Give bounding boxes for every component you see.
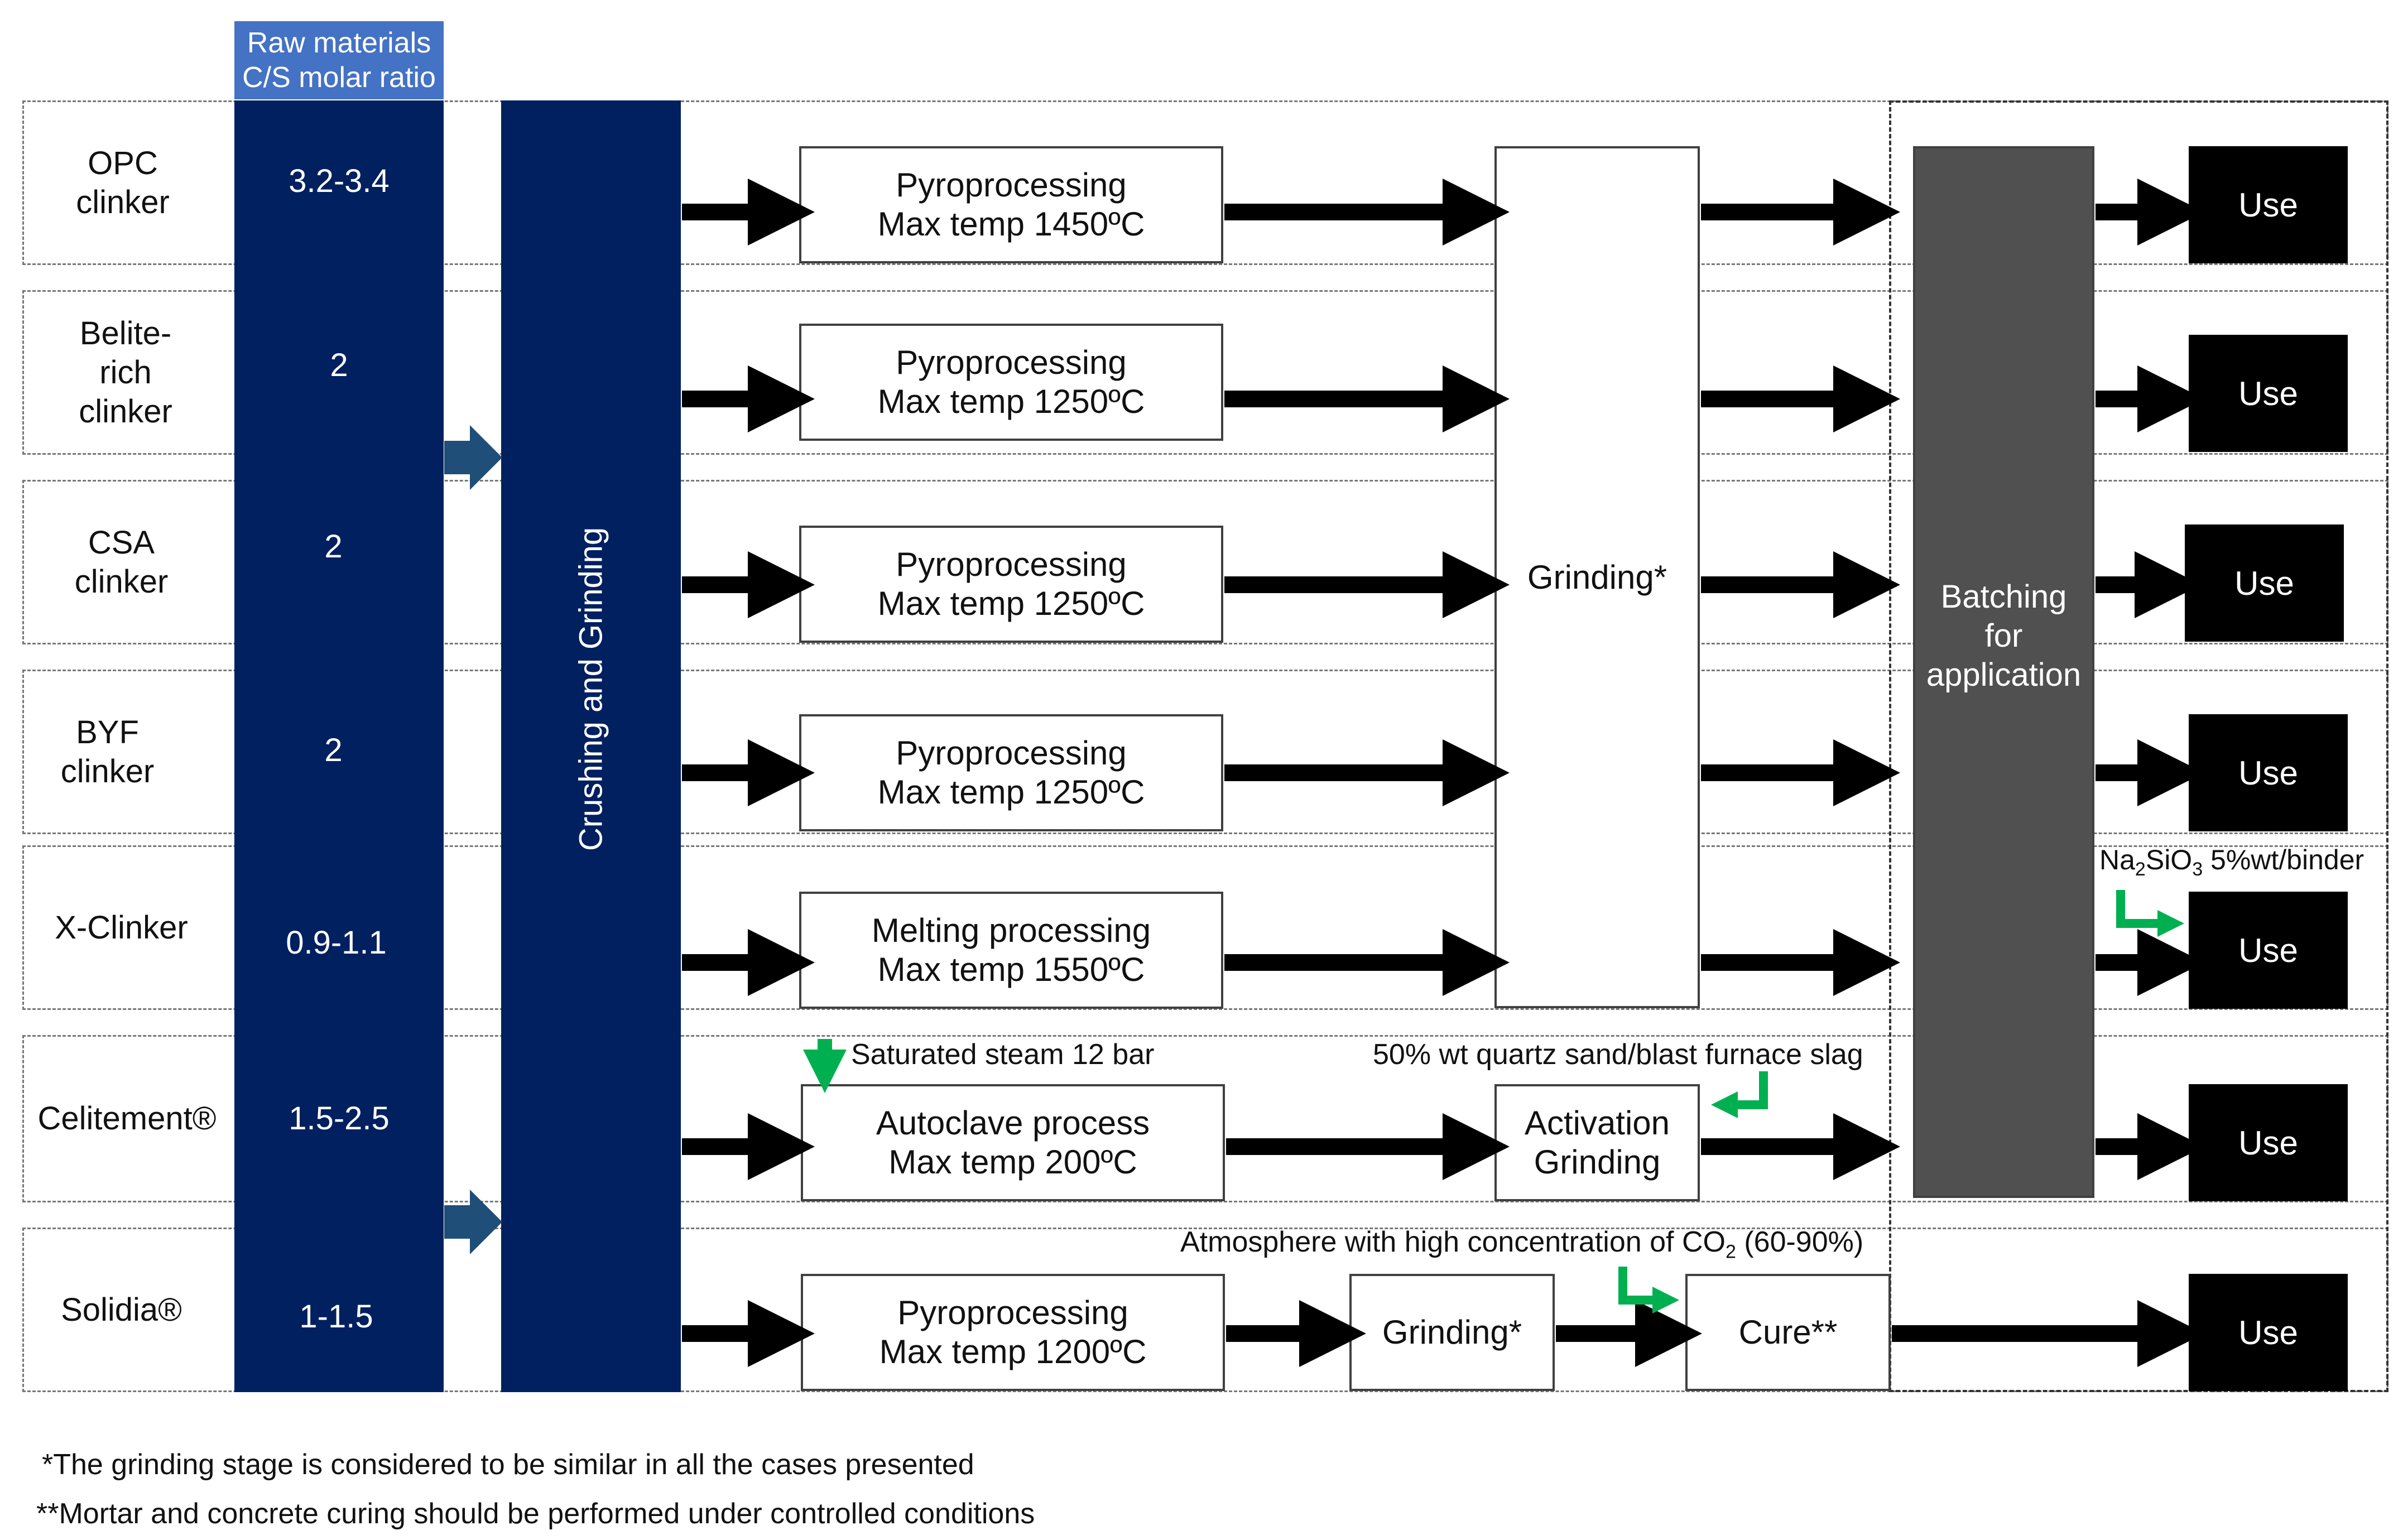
green-arrow-co2 [1618,1267,1679,1313]
crushing-grinding-column [501,100,681,1392]
process-box-byf: Pyroprocessing Max temp 1250ºC [799,714,1223,831]
row-label-celitement: Celitement® [37,1100,217,1137]
green-arrow-na2sio3 [2116,890,2184,937]
solidia-grinding-box: Grinding* [1349,1274,1555,1391]
footnote-curing: **Mortar and concrete curing should be p… [36,1498,1035,1530]
na2sio3-note: Na2SiO3 5%wt/binder [2099,844,2364,880]
row-label-opc: OPC clinker [76,145,170,220]
quartz-note: 50% wt quartz sand/blast furnace slag [1373,1038,1863,1071]
use-box-xclinker: Use [2189,892,2348,1009]
grinding-main-box: Grinding* [1494,146,1700,1008]
footnote-grinding: *The grinding stage is considered to be … [42,1448,974,1481]
steam-note: Saturated steam 12 bar [851,1038,1155,1071]
use-box-celitement: Use [2189,1084,2348,1201]
chevron-arrow-lower [444,1190,502,1254]
cs-value-csa: 2 [324,528,343,565]
cs-value-opc: 3.2-3.4 [289,163,390,199]
use-box-csa: Use [2185,524,2344,642]
use-box-belite: Use [2189,335,2348,452]
row-label-belite: Belite- rich clinker [79,315,172,430]
cs-value-belite: 2 [330,347,348,383]
cure-box: Cure** [1685,1274,1891,1391]
row-label-xclinker: X-Clinker [55,909,188,946]
cs-value-solidia: 1-1.5 [299,1298,373,1335]
activation-grinding-box: Activation Grinding [1494,1084,1700,1201]
process-box-belite: Pyroprocessing Max temp 1250ºC [799,324,1223,441]
row-label-csa: CSA clinker [74,524,169,600]
process-box-celitement: Autoclave process Max temp 200ºC [801,1084,1225,1201]
use-box-opc: Use [2189,146,2348,263]
process-box-csa: Pyroprocessing Max temp 1250ºC [799,526,1223,643]
green-arrow-quartz [1711,1071,1768,1118]
use-box-byf: Use [2189,714,2348,831]
process-box-solidia: Pyroprocessing Max temp 1200ºC [801,1274,1225,1391]
row-label-solidia: Solidia® [61,1291,182,1328]
process-box-xclinker: Melting processing Max temp 1550ºC [799,892,1223,1009]
chevron-arrow-upper [444,425,502,490]
co2-note: Atmosphere with high concentration of CO… [1180,1226,1864,1263]
row-label-byf: BYF clinker [60,714,155,790]
process-box-opc: Pyroprocessing Max temp 1450ºC [799,146,1223,263]
cs-value-celitement: 1.5-2.5 [289,1100,390,1137]
use-box-solidia: Use [2189,1274,2348,1391]
batching-label: Batching for application [1926,579,2082,693]
raw-materials-header: Raw materials C/S molar ratio [234,21,444,99]
batching-column [1913,146,2094,1198]
cs-value-byf: 2 [324,732,343,768]
cs-ratio-column [234,100,444,1392]
cs-value-xclinker: 0.9-1.1 [286,925,387,961]
